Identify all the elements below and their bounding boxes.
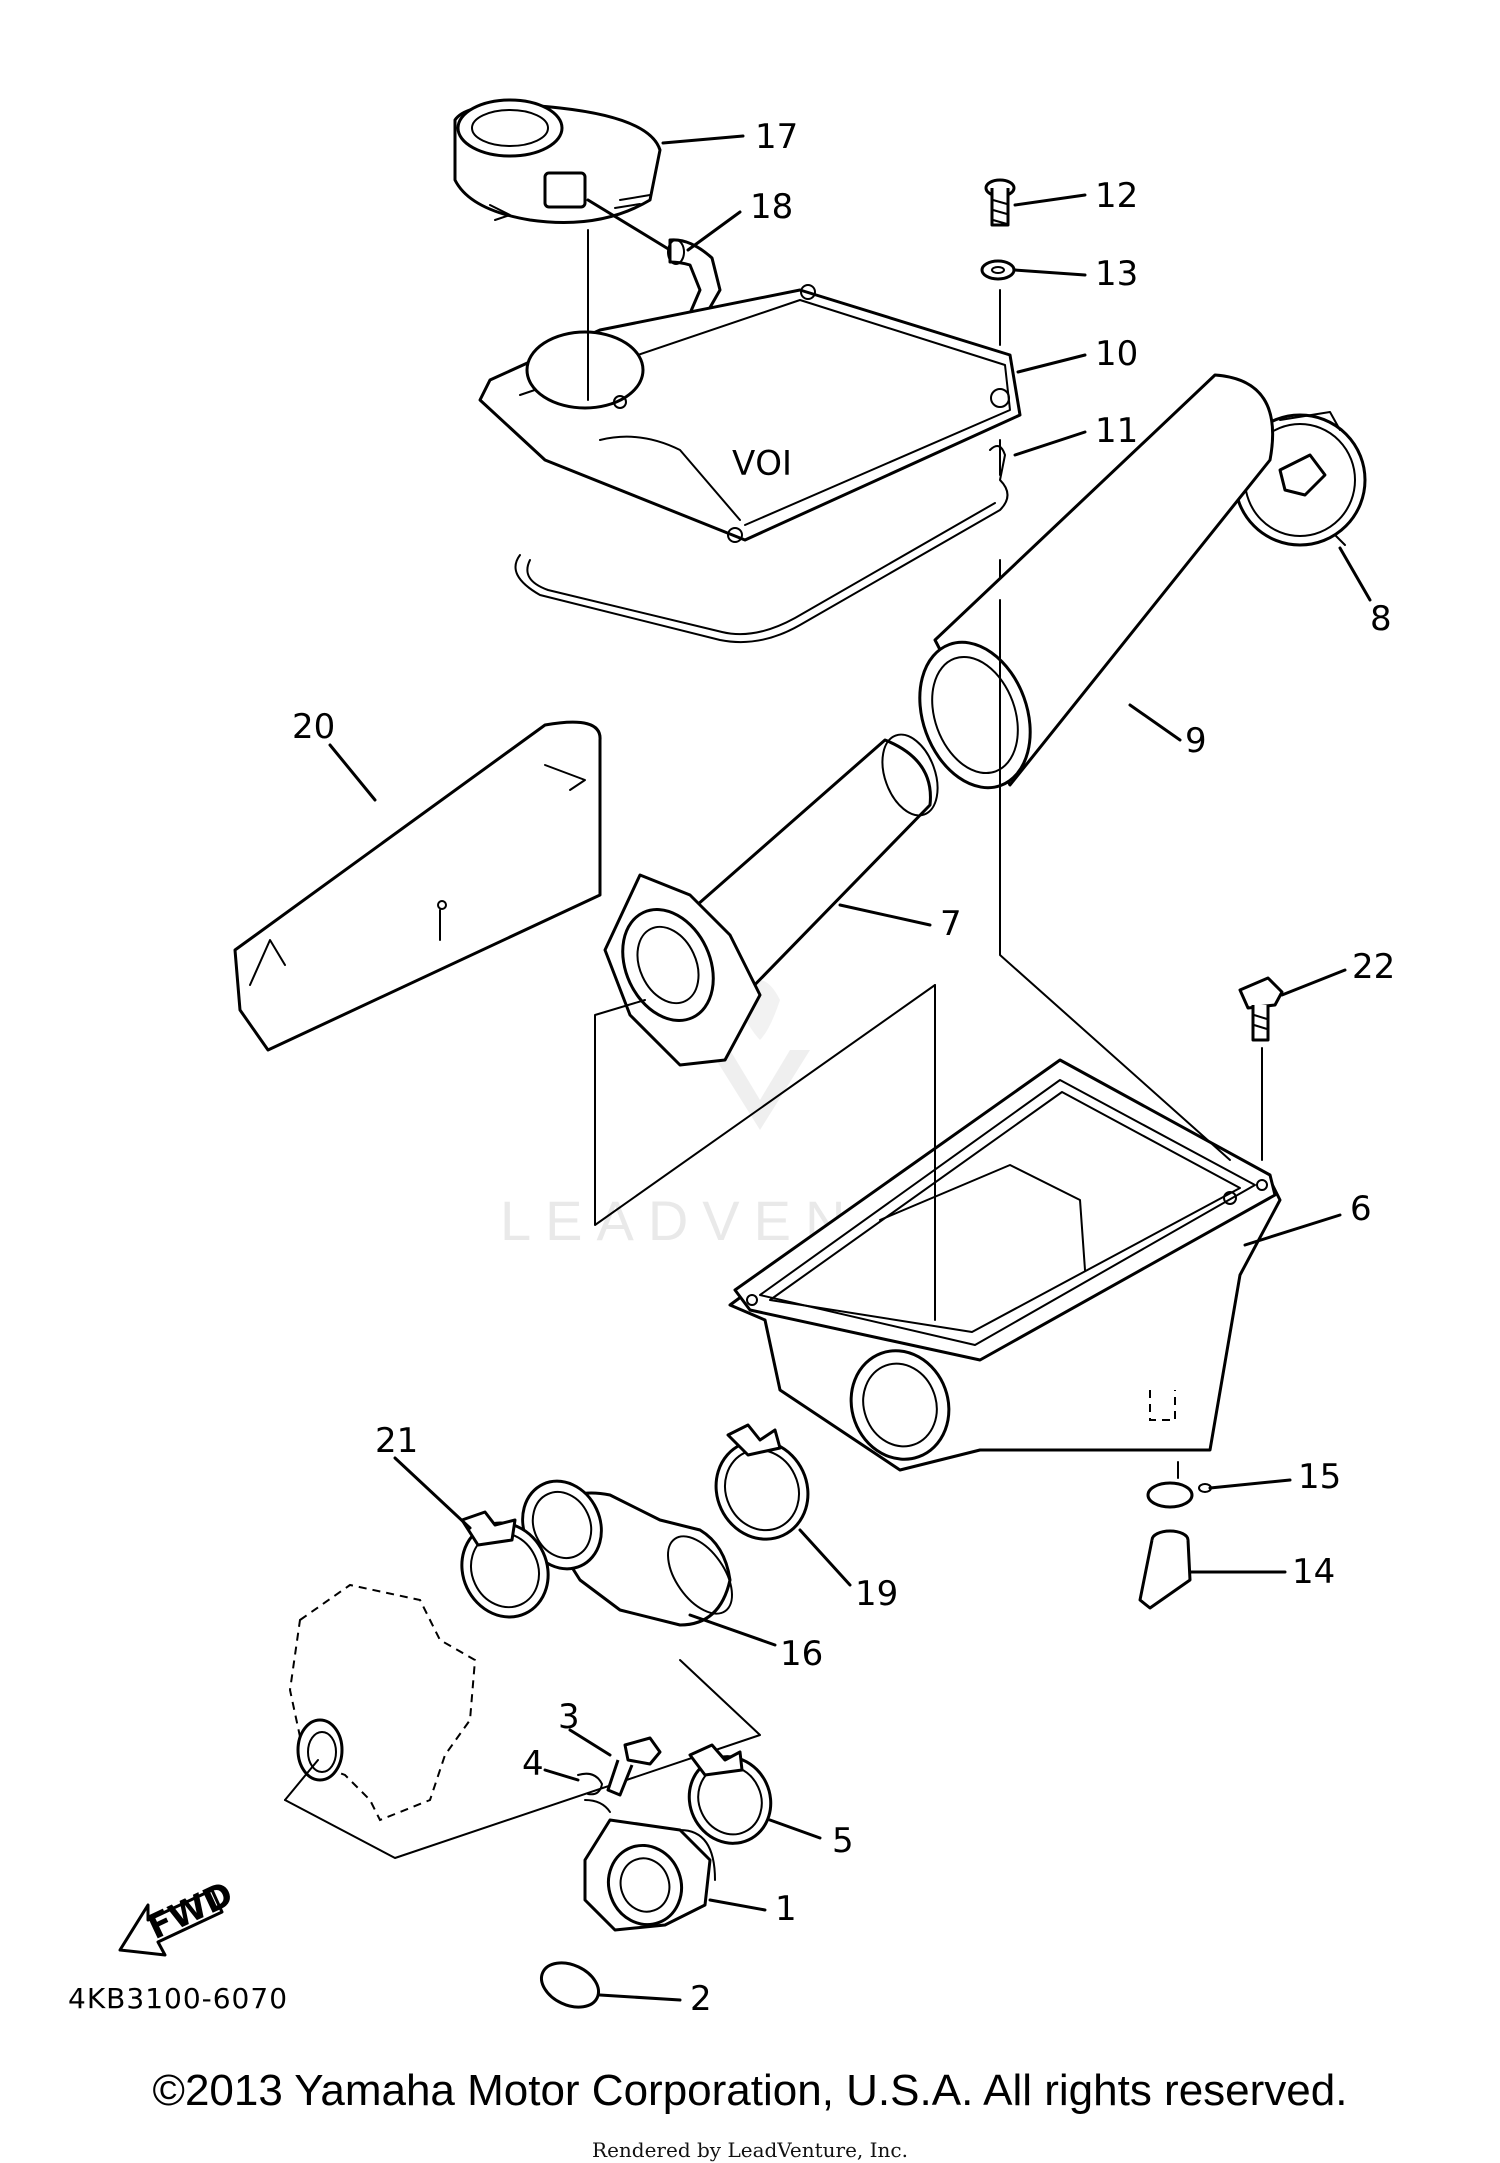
part-16-intake-joint[interactable]	[509, 1468, 745, 1627]
assembly-line-guide	[594, 984, 936, 1226]
callout-13: 13	[1095, 254, 1138, 294]
callout-14: 14	[1292, 1552, 1335, 1592]
copyright-notice: ©2013 Yamaha Motor Corporation, U.S.A. A…	[152, 2066, 1348, 2115]
callout-11: 11	[1095, 411, 1138, 451]
callout-6: 6	[1350, 1189, 1372, 1229]
callout-12: 12	[1095, 176, 1138, 216]
callout-4: 4	[522, 1744, 544, 1784]
part-9-filter-element[interactable]	[900, 373, 1275, 803]
part-15-clip[interactable]	[1146, 1461, 1212, 1509]
part-11-cover-gasket[interactable]	[514, 445, 1009, 644]
callout-3: 3	[558, 1697, 580, 1737]
lid-marking: ΙΟΛ	[732, 441, 792, 481]
part-3-bolt[interactable]	[606, 1736, 662, 1797]
leader-lines	[328, 134, 1372, 2002]
callout-22: 22	[1352, 947, 1395, 987]
callout-17: 17	[755, 117, 798, 157]
callout-numbers: 17 18 12 13 10 11 8 9 7 20 22 6 15 14 19…	[292, 117, 1395, 2019]
part-22-bolt[interactable]	[1238, 976, 1284, 1042]
part-2-o-ring[interactable]	[534, 1954, 605, 2016]
part-13-washer[interactable]	[980, 259, 1016, 281]
callout-8: 8	[1370, 599, 1392, 639]
fwd-label: FWD	[142, 1874, 240, 1948]
rendered-by-credit: Rendered by LeadVenture, Inc.	[592, 2138, 908, 2162]
part-20-side-plate[interactable]	[233, 720, 602, 1052]
callout-2: 2	[690, 1979, 712, 2019]
callout-21: 21	[375, 1421, 418, 1461]
part-19-clamp[interactable]	[700, 1423, 824, 1554]
part-5-clamp[interactable]	[675, 1743, 785, 1857]
callout-1: 1	[775, 1889, 797, 1929]
callout-16: 16	[780, 1634, 823, 1674]
part-12-screw[interactable]	[984, 178, 1016, 227]
callout-15: 15	[1298, 1457, 1341, 1497]
drawing-number: 4KB3100-6070	[68, 1982, 288, 2015]
part-7-filter-guide[interactable]	[603, 727, 948, 1067]
part-10-airbox-cover[interactable]: ΙΟΛ	[478, 284, 1022, 543]
part-17-intake-duct[interactable]	[453, 98, 662, 224]
callout-19: 19	[855, 1574, 898, 1614]
part-4-clip[interactable]	[577, 1772, 611, 1813]
part-21-clamp[interactable]	[447, 1509, 564, 1632]
callout-10: 10	[1095, 334, 1138, 374]
callout-7: 7	[940, 904, 962, 944]
callout-18: 18	[750, 187, 793, 227]
part-1-manifold[interactable]	[583, 1818, 716, 1935]
callout-5: 5	[832, 1821, 854, 1861]
part-6-airbox[interactable]	[728, 1058, 1282, 1473]
engine-head-reference	[284, 1583, 761, 1859]
assembly-line-9	[999, 599, 1231, 1161]
forward-direction-arrow: FWD	[118, 1874, 240, 1957]
callout-20: 20	[292, 707, 335, 747]
part-14-drain-plug[interactable]	[1138, 1529, 1192, 1610]
callout-9: 9	[1185, 721, 1207, 761]
